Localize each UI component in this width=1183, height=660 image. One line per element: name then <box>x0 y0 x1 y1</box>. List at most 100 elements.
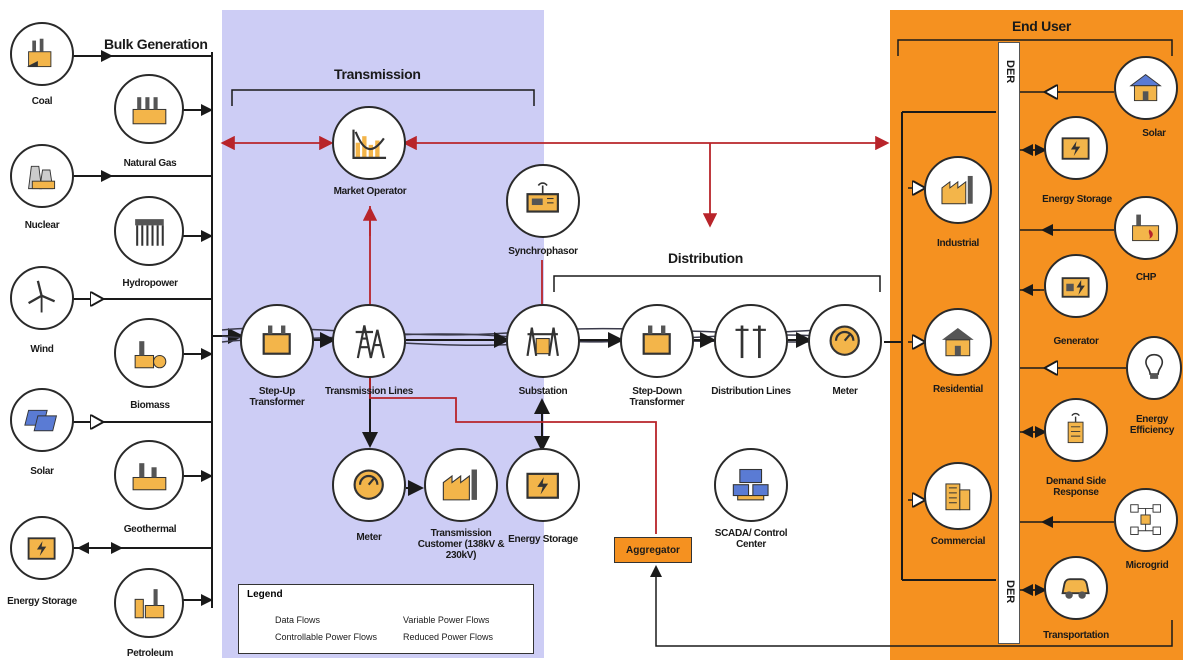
transmission-customer-node <box>424 448 498 522</box>
solar-panel-icon <box>24 410 58 432</box>
step-down-transformer-node <box>620 304 694 378</box>
der-chp-node <box>1114 196 1178 260</box>
synchrophasor-node <box>506 164 580 238</box>
bulk-label-petroleum: Petroleum <box>126 648 174 659</box>
industrial-node <box>924 156 992 224</box>
legend-title: Legend <box>247 589 283 600</box>
factory-icon <box>941 176 973 205</box>
der-label-transportation: Transportation <box>1043 630 1109 641</box>
legend: Legend Data Flows Controllable Power Flo… <box>238 584 534 654</box>
commercial-node <box>924 462 992 530</box>
meter-icon <box>829 325 861 357</box>
bulk-label-geothermal: Geothermal <box>123 524 177 535</box>
battery-icon <box>1062 137 1090 161</box>
der-demand-response-node <box>1044 398 1108 462</box>
biomass-plant-icon <box>134 340 166 368</box>
transmission-lines-node <box>332 304 406 378</box>
der-label-energy-efficiency: Energy Efficiency <box>1129 414 1175 436</box>
office-building-icon <box>945 483 971 511</box>
meter-distribution-node <box>808 304 882 378</box>
solar-house-icon <box>1129 74 1163 102</box>
der-bottom-label: DER <box>1004 580 1016 604</box>
chp-plant-icon <box>1132 214 1160 242</box>
der-label-energy-storage: Energy Storage <box>1042 194 1112 205</box>
meter-transmission-node <box>332 448 406 522</box>
transformer-icon <box>262 325 292 356</box>
energy-storage-bulk-node <box>10 516 74 580</box>
legend-reduced: Reduced Power Flows <box>403 632 494 642</box>
hydropower-node <box>114 196 184 266</box>
transmission-header: Transmission <box>334 66 421 82</box>
legend-controllable: Controllable Power Flows <box>275 632 378 642</box>
legend-data-flows: Data Flows <box>275 615 321 625</box>
substation-icon <box>526 327 560 357</box>
end-user-label-residential: Residential <box>932 384 984 395</box>
bulk-label-nuclear: Nuclear <box>24 220 60 231</box>
der-bar <box>998 42 1020 644</box>
market-operator-node <box>332 106 406 180</box>
utility-pole-icon <box>735 325 767 359</box>
residential-node <box>924 308 992 376</box>
geothermal-plant-icon <box>132 462 166 490</box>
bulk-label-solar: Solar <box>30 466 54 477</box>
refinery-icon <box>134 588 164 618</box>
der-generator-node <box>1044 254 1108 318</box>
step-down-label: Step-Down Transformer <box>629 386 685 408</box>
distribution-lines-label: Distribution Lines <box>711 386 791 397</box>
der-label-chp: CHP <box>1135 272 1157 283</box>
geothermal-node <box>114 440 184 510</box>
dam-icon <box>134 218 164 246</box>
scada-label: SCADA/ Control Center <box>714 528 788 550</box>
control-center-icon <box>733 469 769 501</box>
synchrophasor-label: Synchrophasor <box>508 246 578 257</box>
coal-plant-node <box>10 22 74 86</box>
bulk-label-biomass: Biomass <box>130 400 170 411</box>
biomass-node <box>114 318 184 388</box>
meter-transmission-label: Meter <box>356 532 382 543</box>
factory-icon <box>443 469 478 501</box>
battery-icon <box>28 537 56 561</box>
end-user-label-industrial: Industrial <box>936 238 979 249</box>
gas-plant-icon <box>132 96 166 124</box>
aggregator-box: Aggregator <box>614 537 692 563</box>
wind-turbine-icon <box>28 280 56 313</box>
distribution-header: Distribution <box>668 250 743 266</box>
meter-distribution-label: Meter <box>832 386 858 397</box>
coal-plant-icon <box>27 39 52 68</box>
legend-variable: Variable Power Flows <box>403 615 490 625</box>
market-chart-icon <box>352 129 387 160</box>
der-label-generator: Generator <box>1053 336 1099 347</box>
bulk-label-energy-storage: Energy Storage <box>7 596 77 607</box>
der-microgrid-node <box>1114 488 1178 552</box>
end-user-header: End User <box>1012 18 1072 34</box>
step-up-label: Step-Up Transformer <box>249 386 305 408</box>
bulk-generation-header: Bulk Generation <box>104 36 208 52</box>
der-label-microgrid: Microgrid <box>1125 560 1169 571</box>
der-energy-efficiency-node <box>1126 336 1182 400</box>
gas-plant-node <box>114 74 184 144</box>
energy-storage-grid-node <box>506 448 580 522</box>
nuclear-plant-node <box>10 144 74 208</box>
scada-node <box>714 448 788 522</box>
wind-node <box>10 266 74 330</box>
der-label-demand-response: Demand Side Response <box>1045 476 1107 498</box>
meter-icon <box>353 469 385 501</box>
distribution-lines-node <box>714 304 788 378</box>
step-up-transformer-node <box>240 304 314 378</box>
battery-icon <box>526 473 560 500</box>
solar-node <box>10 388 74 452</box>
nuclear-plant-icon <box>28 166 56 190</box>
market-operator-label: Market Operator <box>333 186 407 197</box>
bulk-label-hydropower: Hydropower <box>122 278 178 289</box>
der-solar-node <box>1114 56 1178 120</box>
transmission-lines-label: Transmission Lines <box>325 386 413 397</box>
house-icon <box>942 328 974 357</box>
electric-car-icon <box>1061 578 1091 600</box>
bulk-label-wind: Wind <box>30 344 54 355</box>
der-transportation-node <box>1044 556 1108 620</box>
der-energy-storage-node <box>1044 116 1108 180</box>
der-label-solar: Solar <box>1142 128 1166 139</box>
bulk-label-natural-gas: Natural Gas <box>123 158 177 169</box>
substation-label: Substation <box>518 386 568 397</box>
